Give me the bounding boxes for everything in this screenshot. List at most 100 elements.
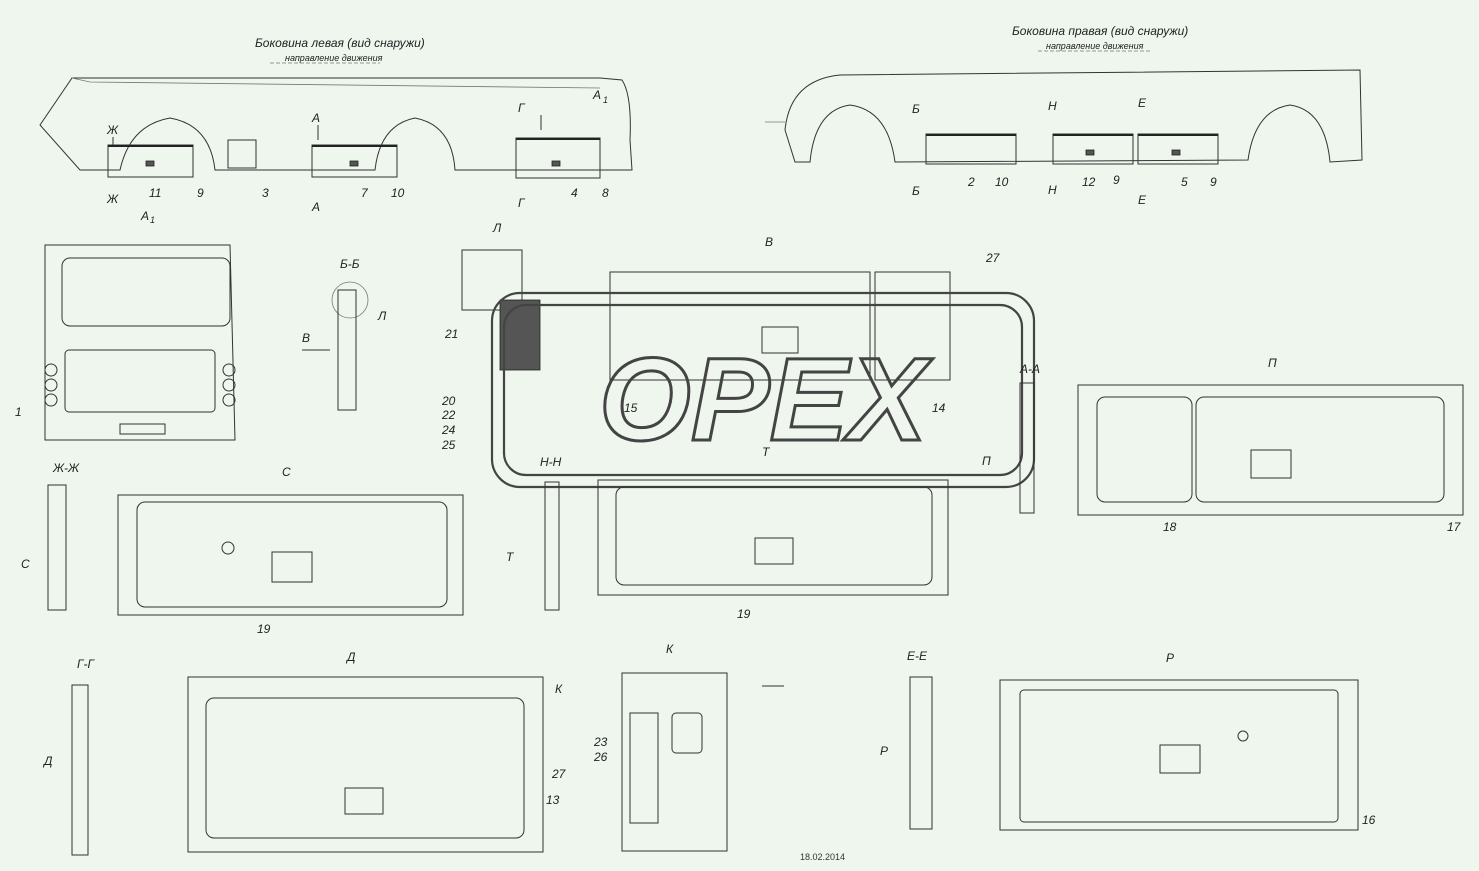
callout-23: 23 [593,735,608,749]
callout-26: 26 [593,750,608,764]
section-bb-profile [337,289,357,411]
view-label-k: К [666,642,674,656]
detail-l-tube [461,249,523,311]
callout-18: 18 [1163,520,1177,534]
view-s-lock-plate [271,551,313,583]
view-t-lock-plate [754,537,794,565]
view-r-hatch [1019,689,1339,823]
callout-24: 24 [441,423,456,437]
watermark-frame-inner [502,303,1024,477]
left-hatch-1-lock-icon [145,160,155,167]
rear-window [61,257,231,327]
left-direction-label: направление движения [285,53,383,63]
view-label-aa: А-А [1019,362,1040,376]
detail-k-frame [621,672,728,852]
view-r-frame [999,679,1359,831]
right-hatch-1 [925,133,1017,165]
rear-light-left-2 [44,378,58,392]
marker-a-bottom: А [311,200,320,214]
marker-g-top: Г [518,101,526,115]
left-side-title: Боковина левая (вид снаружи) [255,36,425,50]
callout-2: 2 [967,175,975,189]
callout-19-s: 19 [257,622,271,636]
marker-a1: А [140,209,149,223]
view-label-d: Д [345,650,356,664]
view-r-lock-plate [1159,744,1201,774]
callout-7: 7 [361,186,369,200]
detail-l-seal [499,299,541,371]
view-s-frame [117,494,464,616]
view-arrow-v-label: В [302,331,310,345]
view-label-bb: Б-Б [340,257,360,271]
rear-light-right-1 [222,363,236,377]
view-label-ee: Е-Е [907,649,928,663]
rear-light-left-3 [44,393,58,407]
callout-9-mid: 9 [1113,173,1120,187]
view-v-hatch [609,271,871,381]
view-arrow-s-label: С [21,557,30,571]
rear-light-left-1 [44,363,58,377]
callout-3: 3 [262,186,269,200]
marker-b-bottom: Б [912,184,920,198]
date-stamp: 18.02.2014 [800,852,845,862]
view-label-nn: Н-Н [540,455,562,469]
section-zhzh-profile [47,484,67,611]
right-hatch-2-lock-icon [1085,149,1095,156]
view-d-lock-plate [344,787,384,815]
callout-15: 15 [624,401,638,415]
left-hatch-3 [515,137,601,179]
marker-e-top: Е [1138,96,1147,110]
rear-light-right-3 [222,393,236,407]
view-label-r: Р [1166,651,1174,665]
rear-plate [119,423,166,435]
detail-l-title: Л [492,221,502,235]
left-hatch-2-lock-icon [349,160,359,167]
detail-k-strut-end [671,712,703,754]
view-arrow-d-label: Д [42,754,53,768]
marker-a-top: А [311,111,320,125]
marker-b-top: Б [912,102,920,116]
callout-21: 21 [444,327,458,341]
section-nn-profile [544,481,560,611]
callout-19-t: 19 [737,607,751,621]
callout-27-d: 27 [551,767,567,781]
view-label-v: В [765,235,773,249]
callout-12: 12 [1082,175,1096,189]
callout-9-right: 9 [1210,175,1217,189]
watermark-text: OPEX [599,334,933,466]
view-arrow-r-label: Р [880,744,888,758]
view-label-t: Т [762,445,771,459]
view-v-hatch-small [874,271,951,381]
callout-16: 16 [1362,813,1376,827]
callout-13: 13 [546,793,560,807]
engine-hatch-rear [64,349,216,413]
view-s-hatch [136,501,448,608]
callout-20: 20 [441,394,456,408]
view-t-frame [597,479,949,596]
callout-5: 5 [1181,175,1188,189]
callout-10-left: 10 [391,186,405,200]
view-label-p: П [1268,356,1277,370]
left-side-body-outline [39,77,633,171]
view-label-gg: Г-Г [77,657,96,671]
view-d-frame [187,676,544,853]
right-hatch-3-lock-icon [1171,149,1181,156]
right-side-body-outline [784,69,1363,163]
callout-27-top: 27 [985,251,1001,265]
view-arrow-t-label: Т [506,550,515,564]
marker-a1-view-sub: 1 [603,95,608,105]
left-hatch-3-lock-icon [551,160,561,167]
callout-25: 25 [441,438,456,452]
view-p-lock-plate [1250,449,1292,479]
right-hatch-3 [1137,133,1219,165]
right-direction-label: направление движения [1046,41,1144,51]
marker-zh-bottom: Ж [106,192,119,206]
left-roof-line [71,77,601,89]
rear-light-right-2 [222,378,236,392]
view-t-hatch [615,486,933,586]
view-arrow-p-label: П [982,454,991,468]
callout-4: 4 [571,186,578,200]
view-p-hatch-right [1195,396,1445,503]
view-r-lock-icon [1237,730,1249,742]
view-d-hatch [205,697,525,839]
